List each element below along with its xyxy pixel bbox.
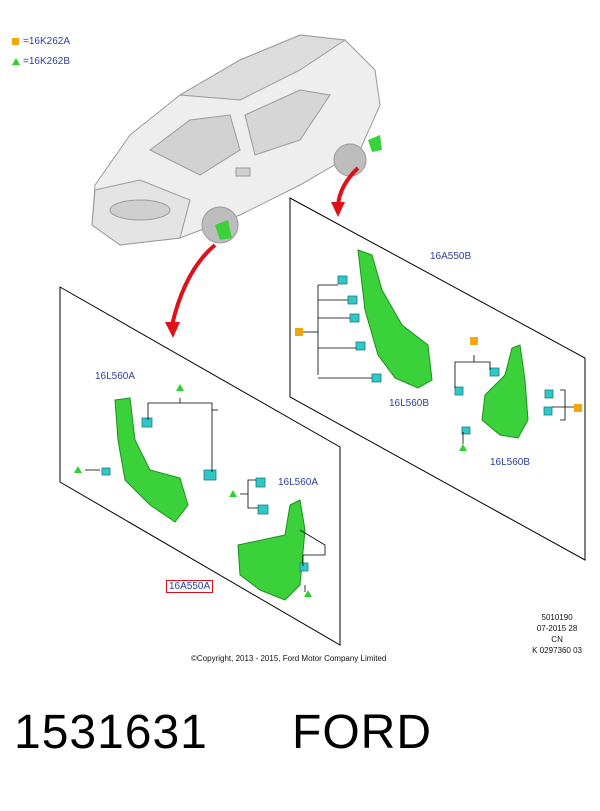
- meta-line-1: 5010190: [541, 613, 573, 622]
- meta-line-2: 07-2015 28: [536, 624, 578, 633]
- rear-left-mudflap: [357, 249, 433, 389]
- part-number: 1531631: [14, 706, 208, 759]
- front-right-flap-label: 16L560A: [278, 477, 319, 488]
- copyright-notice: ©Copyright, 2013 - 2015, Ford Motor Comp…: [191, 654, 387, 663]
- rear-left-flap-label: 16L560B: [389, 398, 430, 409]
- legend-triangle-label: =16K262B: [23, 56, 70, 67]
- rear-arrow-head: [331, 202, 345, 217]
- square-fastener-markers: [295, 328, 582, 412]
- car-front-flap: [215, 220, 232, 240]
- legend-square-label: =16K262A: [23, 36, 70, 47]
- car-illustration: [91, 34, 381, 246]
- front-left-mudflap: [114, 397, 189, 523]
- brand-name: FORD: [292, 706, 432, 759]
- red-arrows: [170, 166, 360, 326]
- orange-square-icon: [12, 37, 19, 45]
- clip-group: [101, 275, 554, 572]
- meta-line-3: CN: [551, 635, 563, 644]
- legend-square: =16K262A: [12, 36, 70, 47]
- front-parts-panel: [59, 286, 341, 646]
- front-arrow-head: [165, 322, 180, 338]
- rear-parts-panel: [289, 197, 586, 561]
- legend-triangle: =16K262B: [12, 56, 70, 67]
- drawing-metadata: 5010190 07-2015 28 CN K 0297360 03: [532, 612, 582, 656]
- triangle-fastener-markers: [74, 384, 467, 597]
- front-left-flap-label: 16L560A: [95, 371, 136, 382]
- meta-line-4: K 0297360 03: [532, 646, 582, 655]
- rear-right-mudflap: [481, 344, 529, 439]
- front-right-mudflap: [237, 499, 306, 601]
- rear-right-flap-label: 16L560B: [490, 457, 531, 468]
- rear-panel-label: 16A550B: [430, 251, 472, 262]
- leader-lines: [85, 284, 575, 592]
- car-rear-flap: [368, 135, 382, 152]
- front-panel-label: 16A550A: [166, 580, 214, 593]
- green-triangle-icon: [12, 57, 20, 65]
